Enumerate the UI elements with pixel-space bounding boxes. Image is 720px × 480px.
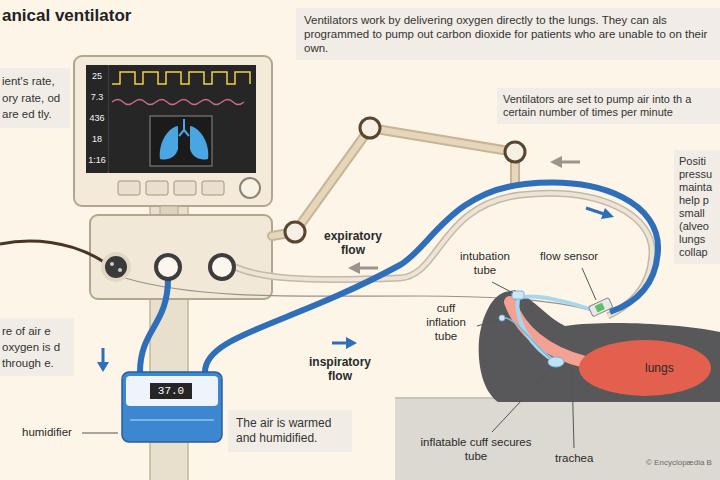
expiratory-tube [235, 193, 652, 316]
lungs-shape [579, 340, 711, 396]
monitor-button [118, 181, 140, 195]
flow-arrow [346, 337, 357, 349]
part-label: flow sensor [540, 250, 598, 264]
info-callout: Ventilators work by delivering oxygen di… [296, 8, 720, 60]
flow-arrow [102, 348, 105, 364]
flow-arrow [332, 342, 348, 345]
flow-label: expiratory flow [318, 229, 388, 258]
flow-label: inspiratory flow [298, 355, 382, 384]
arm-joint [505, 142, 525, 162]
port-pin [118, 268, 122, 272]
leader-line [582, 268, 596, 300]
part-label: cuff inflation tube [418, 302, 474, 343]
diagram-title: anical ventilator [2, 6, 131, 26]
flow-arrow [550, 156, 562, 168]
monitor-button [146, 181, 168, 195]
info-callout: Positi pressu mainta help p small (alveo… [674, 150, 720, 264]
callout-text: Ventilators work by delivering oxygen di… [304, 13, 716, 55]
organ-label: lungs [645, 361, 674, 375]
intubation-tube [517, 297, 598, 362]
mouthpiece [512, 291, 524, 299]
unit-port [103, 254, 129, 280]
ventilator-unit [90, 215, 272, 299]
vital-readout: 257.3436181:16 [86, 66, 108, 171]
monitor-knob [240, 178, 260, 198]
flow-sensor-body [588, 297, 613, 316]
monitor-button [174, 181, 196, 195]
lung-icon [160, 126, 178, 160]
part-label: intubation tube [452, 250, 518, 278]
vital-value: 1:16 [86, 150, 108, 171]
supply-tube [140, 279, 168, 372]
flow-arrow [348, 262, 360, 274]
cuff-inflation-tube [505, 318, 550, 358]
bed [395, 398, 720, 480]
monitor-housing [74, 56, 272, 206]
monitor-button [202, 181, 224, 195]
callout-text: Ventilators are set to pump air into th … [503, 93, 717, 119]
vital-value: 7.3 [86, 87, 108, 108]
info-callout: Ventilators are set to pump air into th … [497, 88, 720, 124]
part-label: trachea [555, 452, 593, 466]
flow-arrow [97, 362, 109, 372]
flow-arrow [601, 208, 614, 219]
flow-waveform [112, 100, 244, 105]
lung-icon [179, 119, 189, 136]
vital-value: 436 [86, 108, 108, 129]
port-pin [110, 262, 114, 266]
humidifier-panel [126, 376, 218, 406]
lung-icon [190, 126, 208, 160]
info-callout: re of air e oxygen is d through e. [0, 318, 74, 376]
water-level [130, 419, 214, 421]
monitor-screen [86, 65, 256, 173]
vital-value: 25 [86, 66, 108, 87]
support-arm [272, 128, 515, 236]
leader-line [477, 320, 499, 326]
vital-value: 18 [86, 129, 108, 150]
arm-joint [285, 222, 305, 242]
support-arm [272, 128, 515, 236]
patient-silhouette [479, 290, 720, 402]
power-cable [0, 241, 104, 262]
part-label: inflatable cuff secures tube [418, 436, 534, 464]
lung-icon-frame [150, 116, 212, 166]
pilot-balloon [499, 315, 505, 321]
flow-arrow [560, 161, 580, 164]
flow-sensor-window [595, 303, 605, 313]
info-callout: ient's rate, ory rate, od are ed tly. [0, 68, 70, 128]
arm-joint [360, 118, 380, 138]
info-callout: The air is warmed and humidified. [228, 410, 352, 452]
copyright-credit: © Encyclopædia B [646, 458, 712, 468]
humidifier-body [122, 372, 222, 442]
part-label: humidifier [22, 426, 72, 440]
leader-line [82, 433, 118, 434]
callout-text: 37.0 [152, 384, 190, 398]
pressure-waveform [112, 72, 250, 84]
leader-line [492, 369, 551, 432]
expiratory-tube [235, 193, 652, 316]
callout-text: ient's rate, ory rate, od are ed tly. [2, 73, 66, 123]
flow-sensor [588, 297, 613, 316]
inflatable-cuff [548, 357, 564, 367]
callout-text: The air is warmed and humidified. [236, 416, 346, 446]
callout-text: re of air e oxygen is d through e. [2, 323, 70, 371]
temperature-display: 37.0 [150, 383, 192, 399]
flow-arrow [358, 267, 378, 270]
leader-line [492, 282, 513, 293]
unit-port [156, 255, 180, 279]
flow-arrow [586, 208, 604, 214]
callout-text: Positi pressu mainta help p small (alveo… [679, 155, 717, 259]
unit-port [210, 255, 234, 279]
leader-line [572, 372, 574, 448]
